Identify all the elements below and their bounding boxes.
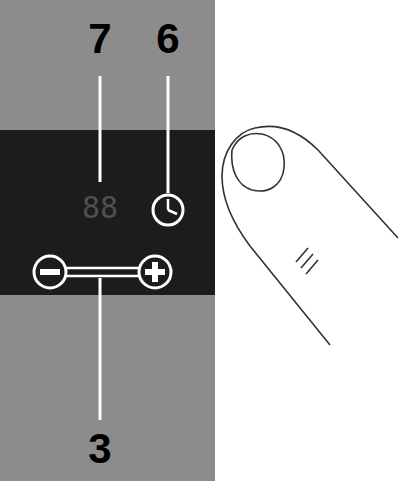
glass-band bbox=[0, 130, 215, 295]
callout-number: 7 bbox=[88, 18, 111, 60]
callout-number: 6 bbox=[156, 18, 179, 60]
leader-line bbox=[99, 76, 102, 182]
segment-display: 88 bbox=[82, 193, 118, 223]
leader-line bbox=[167, 76, 170, 193]
callout-number: 3 bbox=[88, 428, 111, 470]
timer-symbol bbox=[153, 195, 183, 225]
leader-line bbox=[99, 278, 102, 420]
slider-symbol bbox=[34, 256, 171, 288]
finger-illustration bbox=[222, 126, 398, 345]
panel-strip bbox=[0, 0, 215, 481]
